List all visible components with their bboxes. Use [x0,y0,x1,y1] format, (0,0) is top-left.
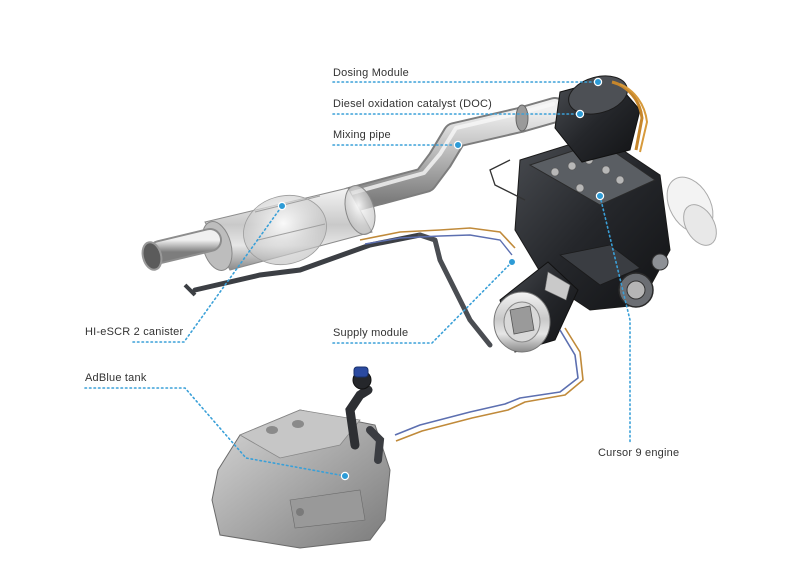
marker-dosing-module [593,77,603,87]
label-supply-module: Supply module [333,327,409,339]
leader-adblue-tank [84,387,346,477]
label-dosing-module: Dosing Module [333,67,409,79]
leader-lines [84,81,631,477]
cursor-engine [489,134,717,311]
adblue-tank [211,366,391,549]
leader-hi-escr [132,205,283,343]
label-mixing-pipe: Mixing pipe [333,129,391,141]
label-doc: Diesel oxidation catalyst (DOC) [333,98,493,110]
marker-supply-module [507,257,517,267]
adblue-lines [394,327,584,442]
label-adblue-tank: AdBlue tank [85,372,147,384]
diesel-oxidation-catalyst [554,75,649,163]
leader-cursor-engine [599,195,631,444]
leader-supply-module [332,261,513,344]
marker-cursor-engine [595,191,605,201]
supply-module [493,261,579,353]
mixing-pipe [337,97,568,213]
label-hi-escr-canister: HI-eSCR 2 canister [85,326,184,338]
marker-doc [575,109,585,119]
label-cursor-engine: Cursor 9 engine [598,447,680,459]
marker-hi-escr [277,201,287,211]
coolant-lines [359,227,516,348]
marker-mixing-pipe [453,140,463,150]
hi-escr-canister [141,185,423,297]
marker-adblue-tank [340,471,350,481]
markers [277,77,605,481]
